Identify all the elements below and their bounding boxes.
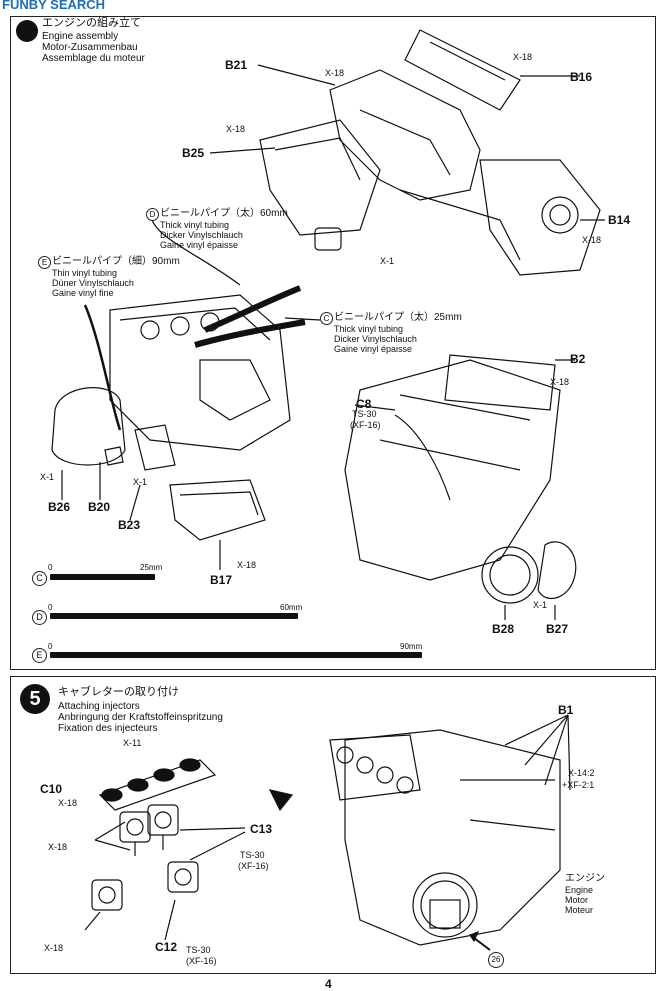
paint-label-xf16: (XF-16) bbox=[350, 420, 381, 430]
scale-c-length: 25mm bbox=[140, 563, 163, 572]
section5-title-fr: Fixation des injecteurs bbox=[58, 723, 158, 734]
engine-label-fr: Moteur bbox=[565, 905, 594, 915]
part-label-b27: B27 bbox=[546, 622, 569, 636]
part-label-b28: B28 bbox=[492, 622, 515, 636]
tubing-d-marker: D bbox=[146, 208, 159, 221]
tubing-c-de: Dicker Vinylschlauch bbox=[334, 334, 417, 344]
part-label-b21: B21 bbox=[225, 58, 248, 72]
tubing-d-jp: ビニールパイプ（太）60mm bbox=[160, 208, 288, 219]
engine-label-jp: エンジン bbox=[565, 873, 605, 884]
page-number: 4 bbox=[325, 977, 332, 991]
part-label-b23: B23 bbox=[118, 518, 141, 532]
tubing-d-en: Thick vinyl tubing bbox=[160, 220, 230, 230]
screw-label-x18: X-18 bbox=[226, 124, 246, 134]
engine-label-en: Engine bbox=[565, 885, 594, 895]
scale-d-zero: 0 bbox=[48, 603, 53, 612]
screw-label-xf2-1: +XF-2:1 bbox=[562, 780, 595, 790]
section4-panel bbox=[10, 16, 656, 670]
screw-label-x1: X-1 bbox=[133, 477, 148, 487]
paint-label-ts30: TS-30 bbox=[240, 850, 265, 860]
section5-title-en: Attaching injectors bbox=[58, 701, 140, 712]
section5-step-number: 5 bbox=[20, 684, 50, 714]
part-label-b2: B2 bbox=[570, 352, 586, 366]
part-label-b16: B16 bbox=[570, 70, 593, 84]
scale-d-marker: D bbox=[32, 610, 47, 625]
tubing-c-marker: C bbox=[320, 312, 333, 325]
tubing-d-fr: Gaine vinyl épaisse bbox=[160, 240, 239, 250]
tubing-d-de: Dicker Vinylschlauch bbox=[160, 230, 243, 240]
part-label-c10: C10 bbox=[40, 782, 63, 796]
part-label-b26: B26 bbox=[48, 500, 71, 514]
scale-d-length: 60mm bbox=[280, 603, 303, 612]
tubing-c-en: Thick vinyl tubing bbox=[334, 324, 404, 334]
section5-title-jp: キャブレターの取り付け bbox=[58, 686, 179, 698]
scale-c-zero: 0 bbox=[48, 563, 53, 572]
screw-label-x14-2: X-14:2 bbox=[568, 768, 595, 778]
scale-e-marker: E bbox=[32, 648, 47, 663]
engine-label-de: Motor bbox=[565, 895, 589, 905]
screw-label-x18: X-18 bbox=[44, 943, 64, 953]
section5-title-de: Anbringung der Kraftstoffeinspritzung bbox=[58, 712, 223, 723]
part-label-b1: B1 bbox=[558, 703, 574, 717]
screw-label-x18: X-18 bbox=[513, 52, 533, 62]
screw-label-x18: X-18 bbox=[237, 560, 257, 570]
scale-e-bar bbox=[50, 652, 422, 658]
part-label-c13: C13 bbox=[250, 822, 273, 836]
screw-label-x1: X-1 bbox=[380, 256, 395, 266]
section4-title-en: Engine assembly bbox=[42, 31, 119, 42]
screw-label-x18: X-18 bbox=[550, 377, 570, 387]
scale-c-bar bbox=[50, 574, 155, 580]
section4-title-fr: Assemblage du moteur bbox=[42, 53, 145, 64]
paint-label-ts30: TS-30 bbox=[186, 945, 211, 955]
scale-d-bar bbox=[50, 613, 298, 619]
part-label-c12: C12 bbox=[155, 940, 178, 954]
section4-step-badge bbox=[16, 20, 38, 42]
section4-title-jp: エンジンの組み立て bbox=[42, 17, 141, 29]
paint-label-xf16: (XF-16) bbox=[238, 861, 269, 871]
paint-label-xf16: (XF-16) bbox=[186, 956, 217, 966]
tubing-c-fr: Gaine vinyl épaisse bbox=[334, 344, 413, 354]
tubing-e-de: Düner Vinylschlauch bbox=[52, 278, 134, 288]
tubing-c-jp: ビニールパイプ（太）25mm bbox=[334, 312, 462, 323]
part-label-b20: B20 bbox=[88, 500, 111, 514]
section4-title-de: Motor-Zusammenbau bbox=[42, 42, 138, 53]
paint-label-ts30: TS-30 bbox=[352, 409, 377, 419]
section5-panel bbox=[10, 676, 656, 974]
part-label-b17: B17 bbox=[210, 573, 233, 587]
screw-label-x18: X-18 bbox=[58, 798, 78, 808]
screw-label-x1: X-1 bbox=[40, 472, 55, 482]
part-label-b14: B14 bbox=[608, 213, 631, 227]
screw-label-x18: X-18 bbox=[582, 235, 602, 245]
scale-e-zero: 0 bbox=[48, 642, 53, 651]
screw-label-x1: X-1 bbox=[533, 600, 548, 610]
part-label-b25: B25 bbox=[182, 146, 205, 160]
watermark-top: FUNBY SEARCH bbox=[2, 0, 106, 12]
screw-label-x18: X-18 bbox=[48, 842, 68, 852]
tubing-e-fr: Gaine vinyl fine bbox=[52, 288, 114, 298]
tubing-e-jp: ビニールパイプ（細）90mm bbox=[52, 256, 180, 267]
scale-c-marker: C bbox=[32, 571, 47, 586]
tubing-e-en: Thin vinyl tubing bbox=[52, 268, 118, 278]
tubing-e-marker: E bbox=[38, 256, 51, 269]
screw-label-x11: X-11 bbox=[123, 738, 142, 748]
screw-label-x18: X-18 bbox=[325, 68, 345, 78]
reference-step-26: 26 bbox=[488, 952, 504, 968]
scale-e-length: 90mm bbox=[400, 642, 423, 651]
part-label-c8: C8 bbox=[356, 397, 372, 411]
